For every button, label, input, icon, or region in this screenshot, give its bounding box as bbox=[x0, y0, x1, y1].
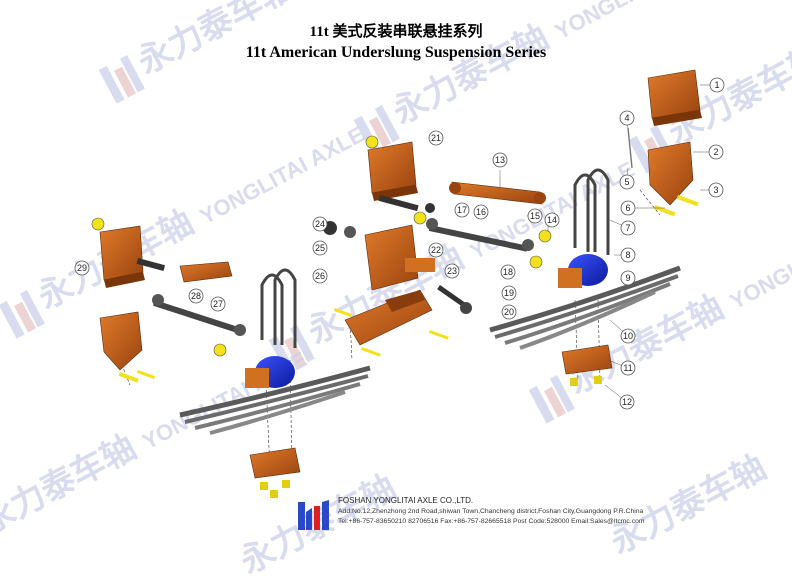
callout-6: 6 bbox=[620, 200, 636, 216]
u-bolt-right bbox=[573, 168, 610, 255]
callout-28: 28 bbox=[188, 288, 204, 304]
air-spring-right bbox=[558, 254, 608, 288]
callout-label: 13 bbox=[495, 155, 505, 165]
watermark-logo-icon bbox=[0, 285, 52, 348]
bracket-part-1 bbox=[647, 69, 702, 126]
callout-label: 3 bbox=[713, 185, 718, 195]
pin-part-4 bbox=[627, 127, 633, 169]
page-title-en: 11t American Underslung Suspension Serie… bbox=[245, 44, 547, 61]
callout-label: 11 bbox=[623, 363, 632, 373]
callout-18: 18 bbox=[500, 264, 516, 280]
callout-label: 22 bbox=[431, 245, 441, 255]
callout-label: 16 bbox=[476, 207, 486, 217]
leaf-spring-right bbox=[489, 265, 681, 350]
equalizer-bar-part-13 bbox=[449, 181, 546, 205]
callout-12: 12 bbox=[619, 394, 635, 410]
callout-26: 26 bbox=[312, 268, 328, 284]
callout-9: 9 bbox=[620, 270, 636, 286]
callout-3: 3 bbox=[708, 182, 724, 198]
company-logo-icon bbox=[298, 500, 329, 530]
callout-label: 2 bbox=[713, 147, 718, 157]
torque-rod-part-16 bbox=[426, 218, 534, 252]
callout-label: 1 bbox=[714, 80, 719, 90]
callout-14: 14 bbox=[544, 212, 560, 228]
callout-label: 12 bbox=[622, 397, 632, 407]
company-address: Add:No.12,Zhenzhong 2nd Road,shiwan Town… bbox=[338, 508, 644, 515]
callout-label: 14 bbox=[547, 215, 557, 225]
callout-label: 5 bbox=[624, 177, 629, 187]
spring-seat-right-part-11 bbox=[561, 344, 613, 386]
page-title-cn: 11t 美式反装串联悬挂系列 bbox=[309, 24, 483, 40]
callout-8: 8 bbox=[620, 247, 636, 263]
callout-15: 15 bbox=[527, 208, 543, 224]
callout-label: 24 bbox=[315, 219, 325, 229]
callout-2: 2 bbox=[708, 144, 724, 160]
air-spring-left bbox=[245, 356, 295, 388]
callout-label: 8 bbox=[625, 250, 630, 260]
torque-rod-part-28 bbox=[152, 294, 246, 336]
callout-label: 23 bbox=[447, 266, 457, 276]
callout-label: 6 bbox=[625, 203, 630, 213]
callout-label: 21 bbox=[431, 133, 441, 143]
callout-label: 19 bbox=[504, 288, 514, 298]
bracket-part-21 bbox=[367, 141, 435, 213]
callout-13: 13 bbox=[492, 152, 508, 168]
callout-20: 20 bbox=[501, 304, 517, 320]
small-bolts bbox=[136, 308, 449, 379]
callout-11: 11 bbox=[620, 360, 636, 376]
leaf-spring-left bbox=[179, 365, 371, 435]
center-hanger-part-26 bbox=[344, 289, 433, 346]
callout-29: 29 bbox=[74, 260, 90, 276]
callout-22: 22 bbox=[428, 242, 444, 258]
company-footer: FOSHAN YONGLITAI AXLE CO.,LTD. Add:No.12… bbox=[296, 496, 766, 536]
callout-21: 21 bbox=[428, 130, 444, 146]
watermark: 永力泰车轴 YONGLITAI AXLE bbox=[90, 0, 476, 113]
hanger-part-2 bbox=[647, 141, 694, 206]
callout-label: 20 bbox=[504, 307, 514, 317]
callout-5: 5 bbox=[619, 174, 635, 190]
callout-1: 1 bbox=[709, 77, 725, 93]
callout-7: 7 bbox=[620, 220, 636, 236]
watermark: 永力泰车轴 YONGLITAI AXLE bbox=[0, 105, 376, 348]
callout-label: 10 bbox=[623, 331, 633, 341]
callout-label: 17 bbox=[457, 205, 467, 215]
callout-label: 7 bbox=[625, 223, 630, 233]
callout-label: 28 bbox=[191, 291, 201, 301]
callout-27: 27 bbox=[210, 296, 226, 312]
watermark: 永力泰车轴 YONGLITAI AXLE bbox=[520, 190, 792, 433]
u-bolt-left bbox=[260, 268, 297, 348]
company-contact: Tel:+86-757-83650210 82706516 Fax:+86-75… bbox=[338, 518, 645, 525]
callout-19: 19 bbox=[501, 285, 517, 301]
watermark-logo-icon bbox=[94, 50, 151, 113]
spring-seat-left bbox=[249, 447, 301, 498]
callout-label: 27 bbox=[213, 299, 223, 309]
callout-17: 17 bbox=[454, 202, 470, 218]
callout-label: 25 bbox=[315, 243, 325, 253]
bolt-part-23 bbox=[437, 285, 472, 314]
callout-label: 15 bbox=[530, 211, 540, 221]
torque-rod-ends bbox=[91, 135, 552, 357]
company-name: FOSHAN YONGLITAI AXLE CO.,LTD. bbox=[338, 496, 474, 505]
callout-label: 18 bbox=[503, 267, 513, 277]
watermark-logo-icon bbox=[524, 370, 581, 433]
callout-group: 1234567891011121314151617181920212223242… bbox=[74, 77, 725, 410]
callout-label: 4 bbox=[624, 113, 629, 123]
callout-23: 23 bbox=[444, 263, 460, 279]
callout-24: 24 bbox=[312, 216, 328, 232]
callout-10: 10 bbox=[620, 328, 636, 344]
callout-4: 4 bbox=[619, 110, 635, 126]
callout-label: 9 bbox=[625, 273, 630, 283]
callout-label: 26 bbox=[315, 271, 325, 281]
hanger-left bbox=[99, 311, 143, 383]
callout-16: 16 bbox=[473, 204, 489, 220]
callout-25: 25 bbox=[312, 240, 328, 256]
suspension-exploded-diagram: 1234567891011121314151617181920212223242… bbox=[74, 69, 725, 498]
bracket-part-29 bbox=[99, 225, 166, 288]
equalizer-bar-part-27 bbox=[179, 261, 233, 283]
center-bracket-part-22 bbox=[323, 221, 435, 291]
callout-label: 29 bbox=[77, 263, 87, 273]
